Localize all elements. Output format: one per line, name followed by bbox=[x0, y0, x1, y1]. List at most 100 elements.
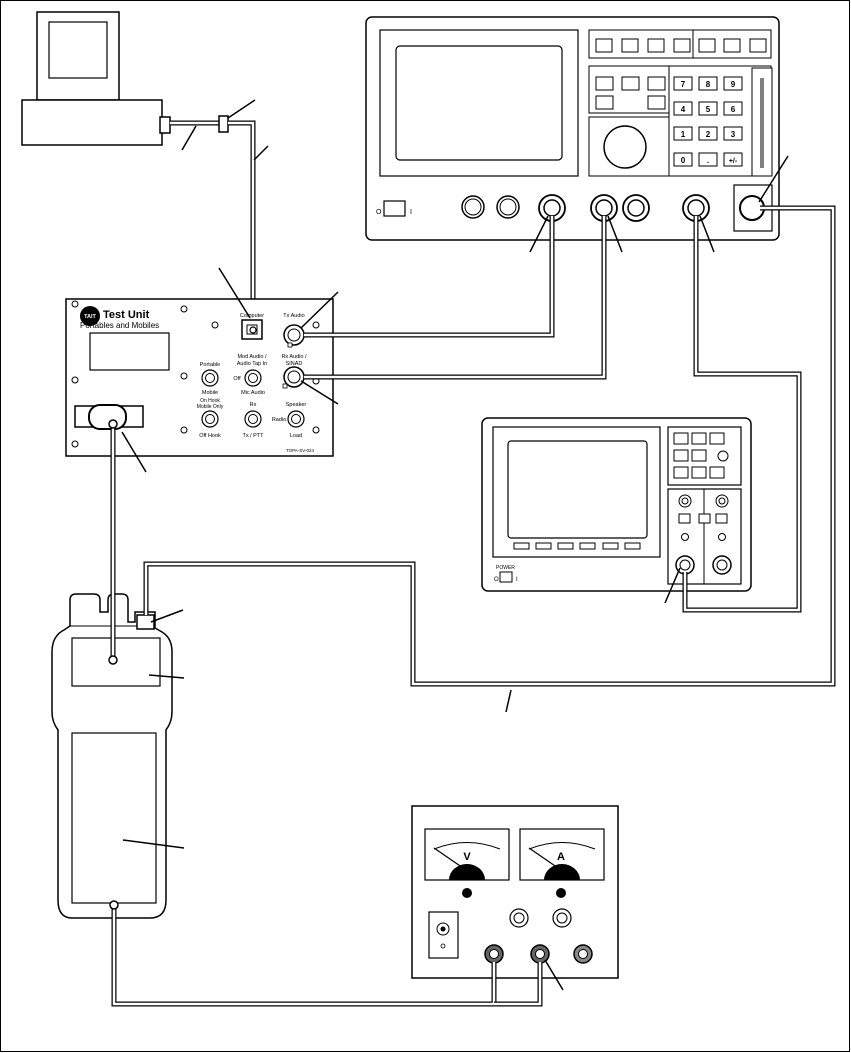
voltmeter-label: V bbox=[463, 851, 471, 863]
keypad-key-label: 5 bbox=[706, 105, 711, 114]
keypad-key[interactable] bbox=[698, 101, 718, 116]
screw bbox=[211, 321, 219, 329]
scope-button[interactable] bbox=[709, 466, 725, 479]
keypad-key[interactable] bbox=[673, 152, 693, 167]
computer-serial-port bbox=[159, 116, 171, 134]
scope-small-knob[interactable] bbox=[718, 533, 726, 541]
screw bbox=[71, 376, 79, 384]
scope-softkey[interactable] bbox=[557, 542, 574, 550]
keypad-key-label: 0 bbox=[681, 156, 686, 165]
radio-battery bbox=[71, 732, 157, 904]
test-unit-subtitle: Portables and Mobiles bbox=[80, 321, 159, 330]
cables bbox=[110, 205, 836, 1007]
keypad-key[interactable] bbox=[698, 76, 718, 91]
scope-power-on-label: I bbox=[516, 577, 518, 583]
scope-button[interactable] bbox=[715, 513, 728, 524]
part-number-label: TOPA-SV-024 bbox=[286, 448, 315, 453]
keypad-key-label: 2 bbox=[706, 130, 711, 139]
keypad-key-label: 9 bbox=[731, 80, 736, 89]
rx-audio-label: Rx Audio / bbox=[281, 354, 307, 360]
scope-button[interactable] bbox=[691, 432, 707, 445]
cable-end bbox=[109, 900, 119, 910]
speaker-label: Speaker bbox=[286, 402, 307, 408]
scope-button[interactable] bbox=[691, 449, 707, 462]
keypad-key[interactable] bbox=[723, 101, 743, 116]
screw bbox=[71, 440, 79, 448]
screw bbox=[312, 321, 320, 329]
computer-cable bbox=[170, 115, 256, 318]
cable-end bbox=[108, 655, 118, 665]
keypad-key[interactable] bbox=[673, 126, 693, 141]
screw bbox=[312, 426, 320, 434]
mic-audio-label: Mic Audio bbox=[241, 390, 265, 396]
keypad-key[interactable] bbox=[673, 76, 693, 91]
voltmeter bbox=[424, 828, 510, 881]
rf-softkey[interactable] bbox=[647, 38, 665, 53]
scope-softkey[interactable] bbox=[602, 542, 619, 550]
sinad-label: SINAD bbox=[286, 361, 303, 367]
scope-button[interactable] bbox=[678, 513, 691, 524]
scope-knob[interactable] bbox=[717, 450, 729, 462]
test-unit: TAIT Test Unit Portables and Mobiles Com… bbox=[65, 298, 334, 457]
keypad-key-label: 7 bbox=[681, 80, 686, 89]
scope-softkey[interactable] bbox=[579, 542, 596, 550]
rf-function-key[interactable] bbox=[647, 95, 666, 110]
keypad-key[interactable] bbox=[698, 152, 718, 167]
scope-power-off-label: O bbox=[494, 577, 499, 583]
rf-function-key[interactable] bbox=[621, 76, 640, 91]
screw bbox=[180, 426, 188, 434]
current-indicator bbox=[556, 888, 566, 898]
scope-small-knob[interactable] bbox=[681, 533, 689, 541]
test-unit-display bbox=[89, 332, 170, 371]
rf-power-on-label: I bbox=[410, 209, 412, 216]
rf-softkey[interactable] bbox=[723, 38, 741, 53]
scope-power-switch[interactable] bbox=[499, 571, 513, 583]
keypad-key[interactable] bbox=[723, 152, 743, 167]
computer-base bbox=[21, 99, 163, 146]
keypad-key-label: 3 bbox=[731, 130, 736, 139]
keypad-key-label: +/- bbox=[729, 158, 738, 165]
rf-tuning-knob[interactable] bbox=[603, 125, 647, 169]
rf-function-key[interactable] bbox=[595, 95, 614, 110]
scope-button[interactable] bbox=[709, 432, 725, 445]
rf-softkey[interactable] bbox=[749, 38, 767, 53]
rf-function-key[interactable] bbox=[595, 76, 614, 91]
keypad-key-label: . bbox=[707, 156, 709, 165]
keypad-key[interactable] bbox=[673, 101, 693, 116]
leader-lines bbox=[121, 99, 789, 991]
tait-logo-text: TAIT bbox=[84, 314, 96, 320]
scope-softkey[interactable] bbox=[513, 542, 530, 550]
cable-end bbox=[249, 326, 257, 334]
scope-button[interactable] bbox=[673, 432, 689, 445]
scope-button[interactable] bbox=[673, 449, 689, 462]
rf-softkey[interactable] bbox=[595, 38, 613, 53]
scope-softkey[interactable] bbox=[535, 542, 552, 550]
scope-softkey[interactable] bbox=[624, 542, 641, 550]
scope-button[interactable] bbox=[698, 513, 711, 524]
scope-button[interactable] bbox=[673, 466, 689, 479]
rf-softkey[interactable] bbox=[673, 38, 691, 53]
rf-softkey[interactable] bbox=[698, 38, 716, 53]
keypad-key[interactable] bbox=[723, 126, 743, 141]
keypad-key[interactable] bbox=[698, 126, 718, 141]
rf-softkey[interactable] bbox=[621, 38, 639, 53]
keypad-key[interactable] bbox=[723, 76, 743, 91]
scope-button[interactable] bbox=[691, 466, 707, 479]
off-label: Off bbox=[233, 376, 241, 382]
ammeter-label: A bbox=[557, 851, 565, 863]
computer-port-label: Computer bbox=[240, 313, 264, 319]
cable-end bbox=[108, 419, 118, 429]
radio-label: Radio bbox=[272, 417, 286, 423]
keypad-key-label: 4 bbox=[681, 105, 686, 114]
portable-radio bbox=[51, 593, 173, 919]
computer-screen bbox=[48, 21, 108, 79]
off-hook-label: Off Hook bbox=[199, 433, 221, 439]
mobile-label: Mobile bbox=[202, 390, 218, 396]
mod-audio-label: Mod Audio / bbox=[237, 354, 267, 360]
tx-ptt-label: Tx / PTT bbox=[242, 433, 264, 439]
rf-power-off-label: O bbox=[376, 209, 382, 216]
keypad-key-label: 6 bbox=[731, 105, 736, 114]
scope-screen bbox=[507, 440, 648, 539]
rf-power-switch[interactable] bbox=[383, 200, 406, 217]
rf-function-key[interactable] bbox=[647, 76, 666, 91]
